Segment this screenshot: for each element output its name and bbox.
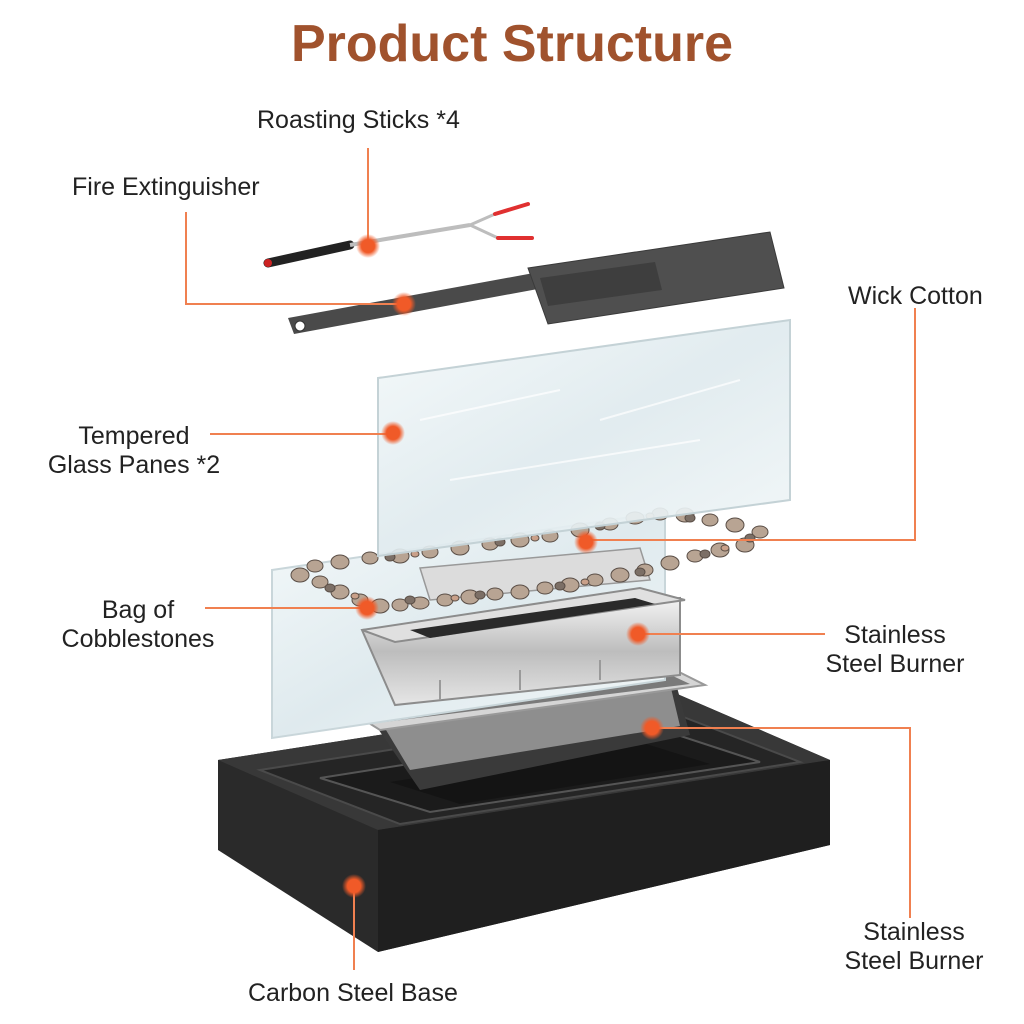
label-upper-burner-line2: Steel Burner — [825, 650, 965, 678]
label-upper-burner-line1: Stainless — [844, 621, 946, 649]
label-tempered-glass: Tempered Glass Panes *2 — [34, 422, 234, 480]
label-tempered-glass-line1: Tempered — [78, 422, 190, 450]
label-cobblestones-line2: Cobblestones — [61, 625, 215, 653]
callout-dot-roasting-sticks — [356, 234, 380, 258]
callout-dot-wick-cotton — [574, 530, 598, 554]
callout-lines — [185, 148, 916, 970]
front-glass-pane — [377, 318, 791, 558]
callout-dot-carbon-base — [342, 874, 366, 898]
label-lower-steel-burner: Stainless Steel Burner — [830, 918, 998, 976]
callout-dots — [342, 234, 664, 898]
callout-dot-fire-extinguisher — [392, 292, 416, 316]
label-wick-cotton: Wick Cotton — [848, 282, 983, 310]
label-carbon-steel-base: Carbon Steel Base — [248, 979, 458, 1007]
callout-dot-lower-burner — [640, 716, 664, 740]
roasting-stick — [263, 202, 534, 268]
fire-extinguisher-tool — [288, 231, 785, 334]
callout-dot-tempered-glass — [381, 421, 405, 445]
callout-dot-cobblestones — [355, 596, 379, 620]
label-fire-extinguisher: Fire Extinguisher — [72, 173, 260, 201]
page-title: Product Structure — [290, 15, 734, 73]
label-lower-burner-line2: Steel Burner — [844, 947, 984, 975]
callout-dot-upper-burner — [626, 622, 650, 646]
upper-steel-burner — [360, 586, 686, 707]
wick-cotton — [419, 547, 651, 601]
label-cobblestones: Bag of Cobblestones — [48, 596, 228, 654]
label-upper-steel-burner: Stainless Steel Burner — [810, 621, 980, 679]
label-tempered-glass-line2: Glass Panes *2 — [47, 451, 221, 479]
label-lower-burner-line1: Stainless — [863, 918, 965, 946]
label-cobblestones-line1: Bag of — [101, 596, 175, 624]
label-roasting-sticks: Roasting Sticks *4 — [257, 106, 460, 134]
